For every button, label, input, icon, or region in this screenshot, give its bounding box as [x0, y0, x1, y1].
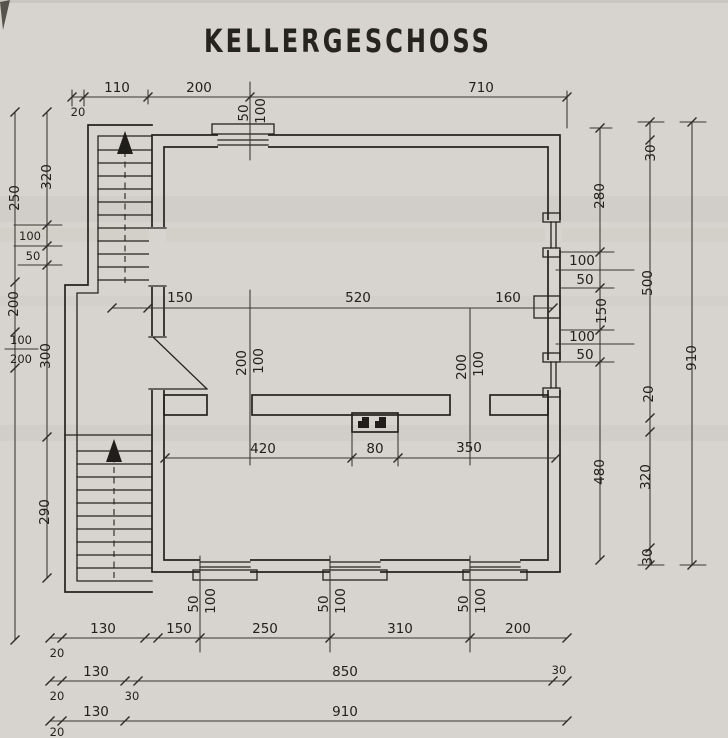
dim-label: 50 — [456, 595, 472, 612]
dim-label: 100 — [253, 98, 269, 124]
dim-label: 130 — [90, 621, 116, 637]
dim-label: 30 — [640, 548, 656, 565]
interior-wall — [163, 394, 549, 416]
lower-staircase — [76, 439, 153, 578]
dim-label: 100 — [471, 351, 487, 377]
dim-label: 100 — [569, 329, 595, 345]
dim-label: 130 — [83, 704, 109, 720]
dim-label: 130 — [83, 664, 109, 680]
dim-label: 420 — [250, 441, 276, 457]
dim-label: 100 — [333, 588, 349, 614]
dim-label: 100 — [251, 348, 267, 374]
dim-label: 850 — [332, 664, 358, 680]
dim-label: 480 — [592, 459, 608, 485]
dim-label: 110 — [104, 80, 130, 96]
dim-label: 30 — [552, 663, 567, 677]
window-bottom-1 — [192, 558, 258, 581]
dim-label: 500 — [640, 270, 656, 296]
dim-label: 30 — [125, 689, 140, 703]
dim-label: 710 — [468, 80, 494, 96]
window-bottom-2 — [322, 558, 388, 581]
dim-label: 150 — [167, 290, 193, 306]
dim-label: 50 — [576, 347, 593, 363]
dim-label: 910 — [332, 704, 358, 720]
dim-label: 280 — [592, 183, 608, 209]
dim-label: 20 — [50, 725, 65, 738]
dim-label: 250 — [252, 621, 278, 637]
dim-label: 20 — [50, 646, 65, 660]
dim-label: 300 — [38, 343, 54, 369]
dim-label: 100 — [10, 333, 32, 347]
page-title: KELLERGESCHOSS — [204, 22, 492, 60]
window-right-1 — [542, 212, 562, 258]
dim-label: 20 — [50, 689, 65, 703]
dim-label: 320 — [39, 164, 55, 190]
dim-label: 160 — [495, 290, 521, 306]
dim-label: 200 — [505, 621, 531, 637]
dim-label: 20 — [641, 385, 657, 402]
dimension-labels: 20 110 200 710 50 100 250 200 100 200 32… — [6, 80, 700, 738]
chimney — [351, 412, 399, 433]
dim-label: 350 — [456, 440, 482, 456]
dim-label: 320 — [638, 464, 654, 490]
dim-label: 200 — [454, 354, 470, 380]
dim-label: 50 — [236, 104, 252, 121]
window-right-2 — [542, 352, 562, 398]
stair-block-outer — [64, 124, 153, 593]
wall-pier — [533, 295, 561, 319]
dim-label: 100 — [203, 588, 219, 614]
window-bottom-3 — [462, 558, 528, 581]
inner-wall-line — [163, 146, 549, 561]
window-top — [211, 123, 275, 150]
dim-label: 100 — [569, 253, 595, 269]
dim-label: 520 — [345, 290, 371, 306]
up-arrow-icon — [106, 439, 122, 462]
door-left-wall — [148, 227, 167, 287]
dim-label: 310 — [387, 621, 413, 637]
dim-label: 200 — [186, 80, 212, 96]
dim-label: 250 — [7, 185, 23, 211]
outer-wall — [151, 134, 561, 573]
dim-label: 200 — [10, 352, 32, 366]
dim-label: 150 — [594, 298, 610, 324]
dimension-lines — [4, 81, 707, 727]
dim-label: 50 — [26, 249, 41, 263]
page-edge-mark — [0, 0, 10, 30]
door-swing — [148, 336, 208, 390]
scan-artifacts — [0, 0, 728, 30]
upper-staircase — [97, 131, 153, 283]
dim-label: 80 — [366, 441, 383, 457]
dim-label: 50 — [186, 595, 202, 612]
dim-label: 150 — [166, 621, 192, 637]
stair-block-inner — [76, 135, 153, 582]
dim-label: 910 — [684, 345, 700, 371]
floor-plan-walls — [64, 123, 562, 593]
dim-label: 20 — [71, 105, 86, 119]
dim-label: 200 — [234, 350, 250, 376]
dim-label: 290 — [37, 499, 53, 525]
up-arrow-icon — [117, 131, 133, 154]
dim-label: 100 — [473, 588, 489, 614]
dim-label: 50 — [316, 595, 332, 612]
dim-label: 100 — [19, 229, 41, 243]
dim-label: 200 — [6, 291, 22, 317]
dim-label: 30 — [643, 144, 659, 161]
dim-label: 50 — [576, 272, 593, 288]
